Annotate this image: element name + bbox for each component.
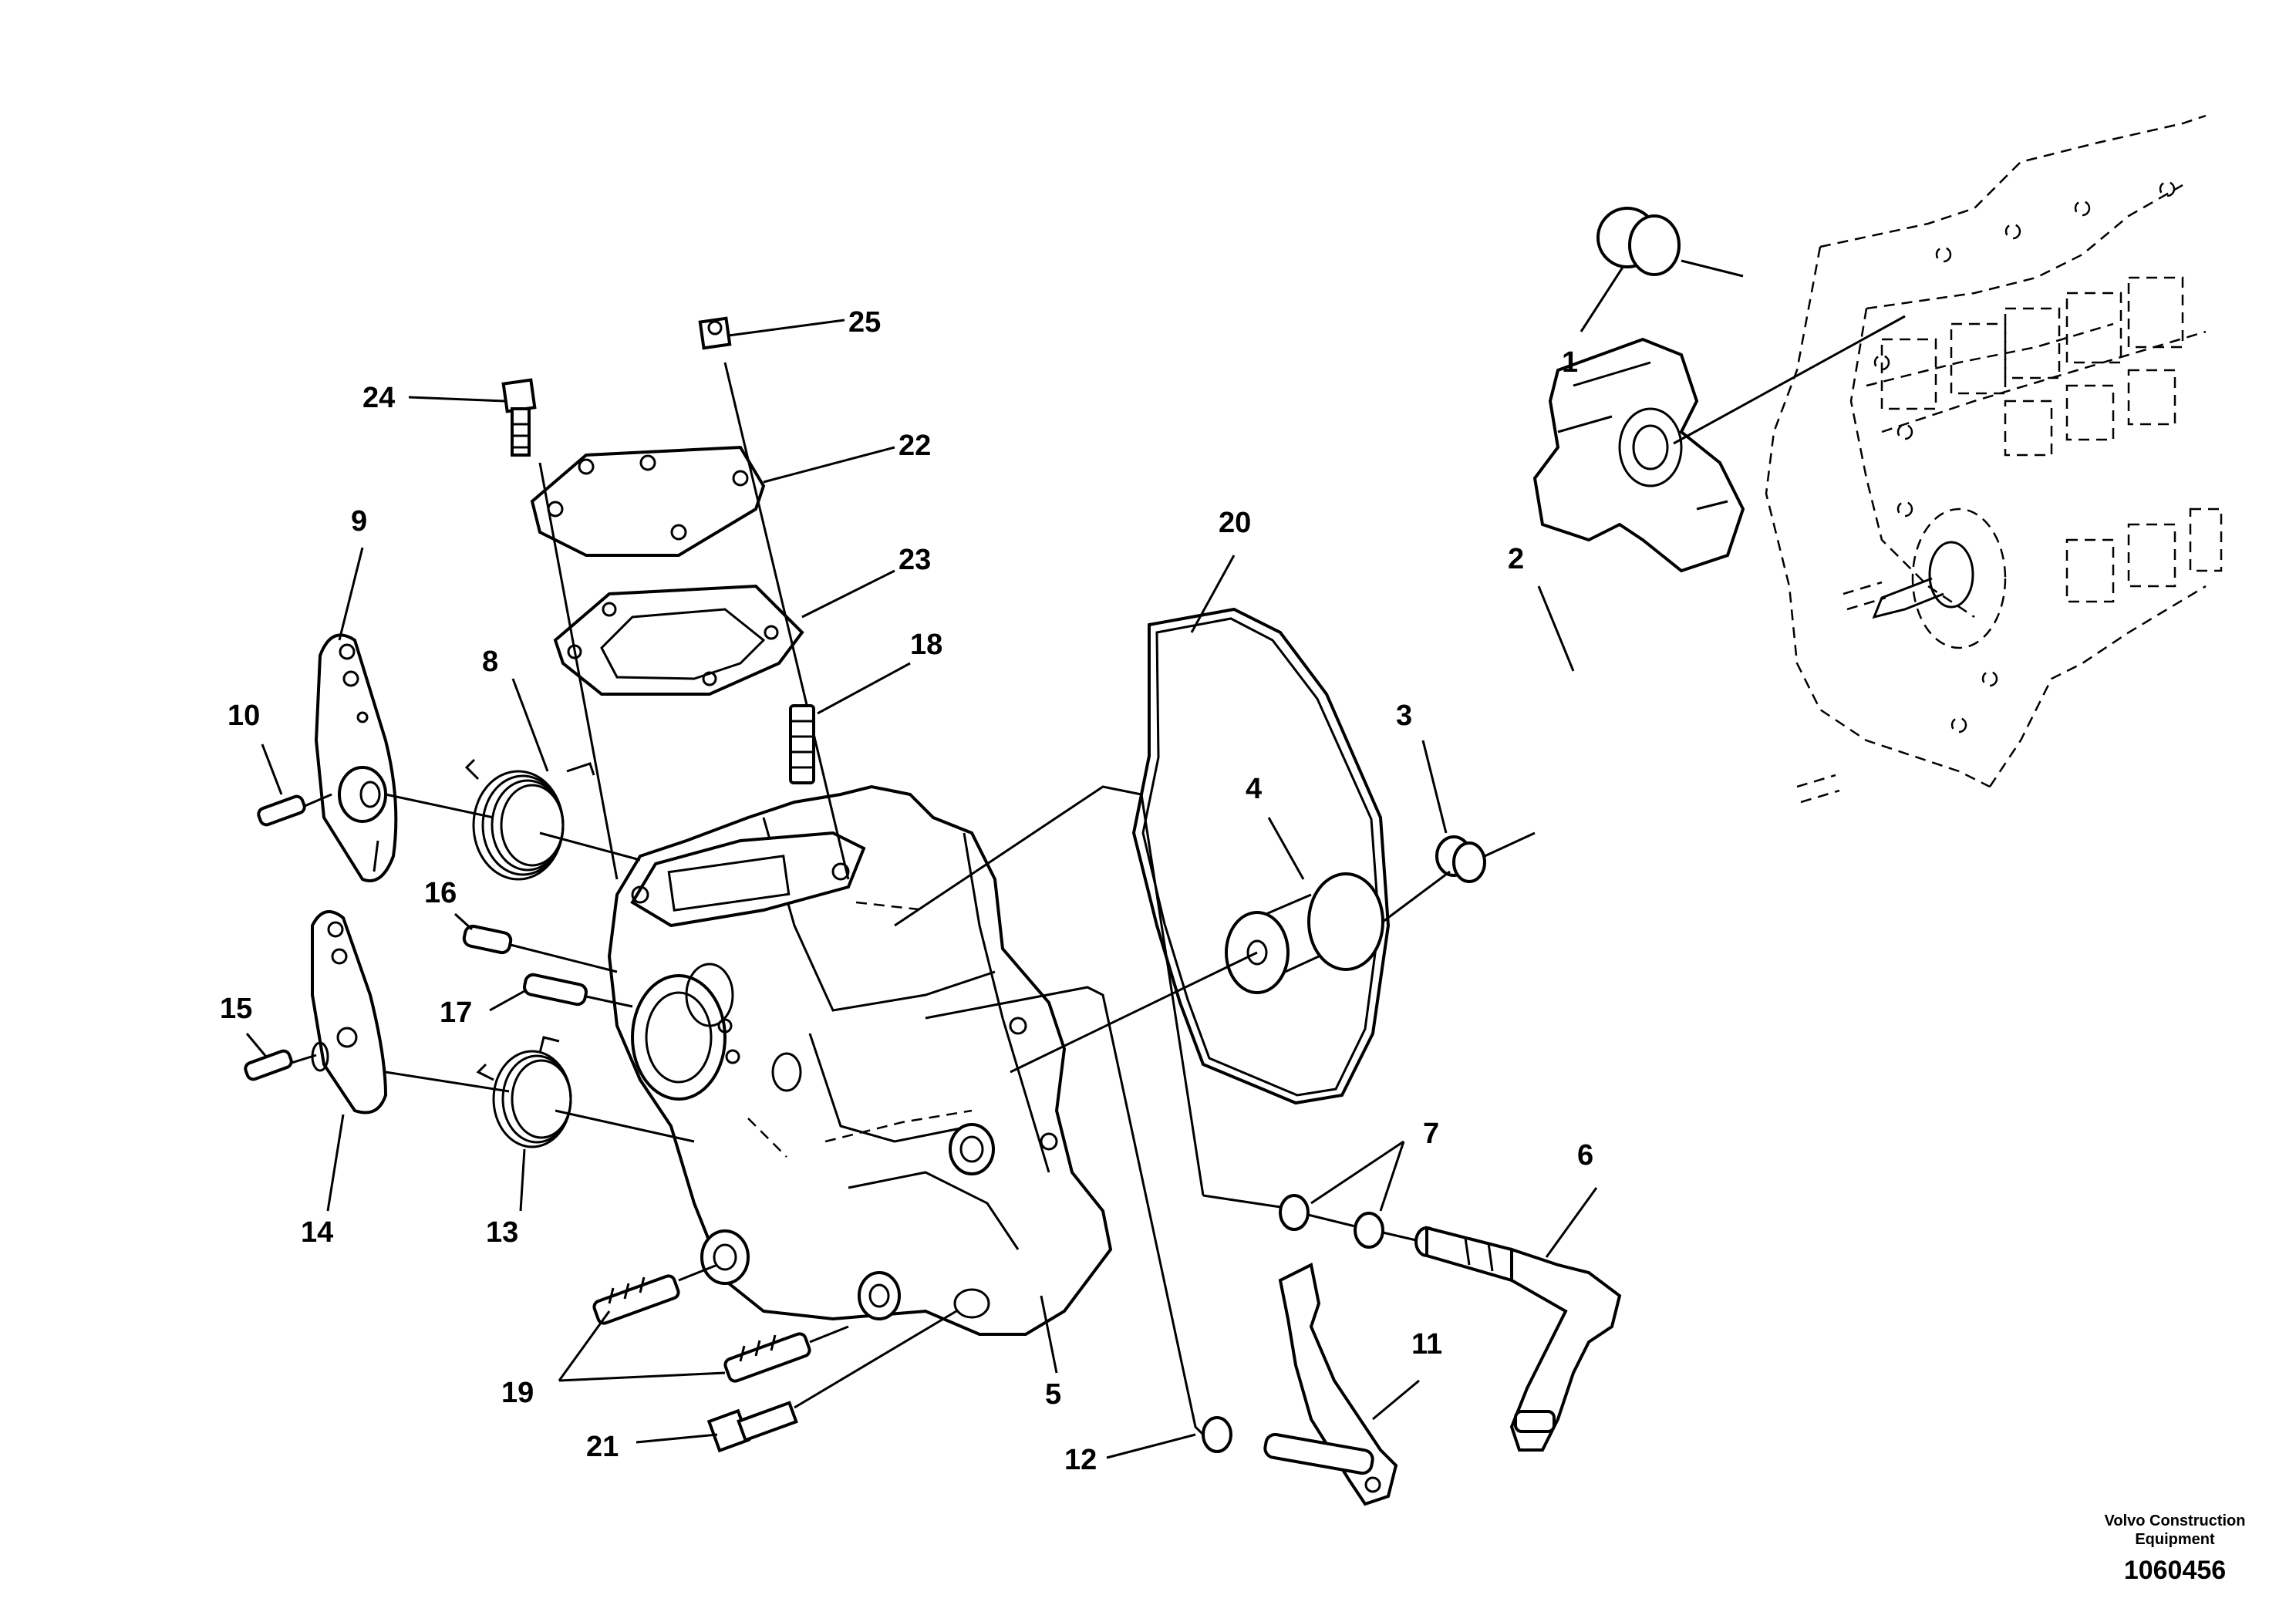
part-8-spring [385,758,641,881]
part-5-cover-housing [607,784,1113,1336]
callout-9: 9 [351,505,367,538]
callout-labels: 1 2 3 4 5 6 7 8 9 10 11 12 13 14 15 16 1… [220,306,1593,1476]
callout-16: 16 [424,877,457,909]
drawing-number: 1060456 [2123,1556,2227,1585]
callout-2: 2 [1508,543,1524,575]
callout-3: 3 [1396,700,1412,732]
part-10-pin [257,793,332,827]
callout-8: 8 [482,646,498,678]
part-6-shaft-lever [1414,1226,1622,1452]
transmission-housing [1765,114,2223,804]
part-24-bolt [501,378,619,880]
part-7-o-rings [1202,1194,1417,1249]
callout-14: 14 [301,1216,333,1249]
part-15-pin [244,1049,317,1081]
callout-10: 10 [228,700,260,732]
drawing-credit: Volvo Construction Equipment 1060456 [2082,1512,2267,1587]
part-16-pin [462,924,618,973]
callout-12: 12 [1064,1444,1097,1476]
part-20-gasket [1131,607,1391,1105]
callout-4: 4 [1246,773,1262,805]
part-21-bolt [706,1310,957,1453]
callout-20: 20 [1219,507,1251,539]
part-12-o-ring [1202,1416,1232,1453]
part-23-gasket [553,584,804,696]
part-11-lever [1263,1263,1398,1506]
callout-15: 15 [220,993,252,1025]
part-22-cover-plate [530,445,766,557]
part-4-spool [1225,870,1451,994]
credit-company-line1: Volvo Construction [2104,1512,2246,1529]
assembly-lines [747,785,1258,1436]
callout-7: 7 [1423,1118,1439,1150]
part-25-nut [698,316,850,880]
callout-leaders [245,265,1625,1459]
callout-21: 21 [586,1431,619,1463]
credit-company-line2: Equipment [2135,1531,2215,1548]
callout-5: 5 [1045,1378,1061,1411]
callout-25: 25 [848,306,881,339]
part-13-spring [385,1036,695,1148]
callout-11: 11 [1411,1328,1442,1361]
callout-6: 6 [1577,1139,1593,1172]
part-17-pin [523,973,633,1008]
callout-17: 17 [440,996,472,1029]
callout-19: 19 [501,1377,534,1409]
callout-23: 23 [899,544,931,576]
callout-13: 13 [486,1216,518,1249]
callout-24: 24 [362,382,395,414]
callout-18: 18 [910,629,942,661]
callout-1: 1 [1562,346,1578,379]
part-19-studs [592,1263,849,1383]
part-9-lever [314,633,398,882]
part-2-selector-block [1532,315,1906,573]
callout-22: 22 [899,430,931,462]
part-3-bushing [1435,831,1536,883]
part-14-lever [311,910,388,1114]
part-1-plug [1596,207,1744,278]
part-18-stud [789,704,815,784]
